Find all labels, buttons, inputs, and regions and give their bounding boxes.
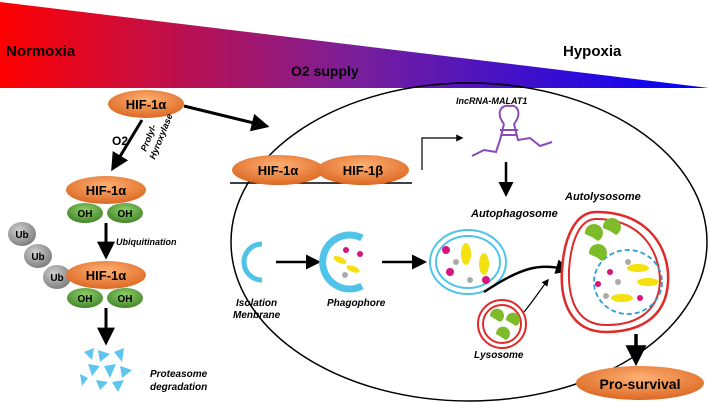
hif1a-bottom-label: HIF-1α <box>86 268 127 283</box>
hif1a-cell-label: HIF-1α <box>258 163 299 178</box>
ubiquitination-label: Ubiquitination <box>116 237 177 247</box>
autophagosome-shape <box>429 229 507 295</box>
lncrna-hairpin <box>471 104 553 157</box>
lysosome-label: Lysosome <box>474 350 524 361</box>
lysosome-shape <box>477 299 527 349</box>
hif1b-cell-label: HIF-1β <box>343 163 384 178</box>
ubiquitin-1 <box>8 222 36 246</box>
o2-gradient-wedge <box>0 2 709 88</box>
hif1a-top-node <box>108 90 184 118</box>
autophagosome-label: Autophagosome <box>470 208 558 220</box>
isolation-label-1: Isolation <box>236 298 277 309</box>
hydroxylation-arrow <box>111 119 144 172</box>
proteasome-label-2: degradation <box>150 382 207 393</box>
ub-label-1: Ub <box>15 230 28 241</box>
hypoxia-label: Hypoxia <box>563 43 622 60</box>
hif1a-mid-node <box>66 176 146 204</box>
hif1a-mid-label: HIF-1α <box>86 183 127 198</box>
o2-supply-label: O2 supply <box>291 63 359 79</box>
phagophore-label: Phagophore <box>327 298 386 309</box>
autolysosome-label: Autolysosome <box>564 191 641 203</box>
transcription-arrow <box>421 134 464 170</box>
hif1a-cell-node <box>232 155 324 185</box>
lncrna-label: lncRNA-MALAT1 <box>456 96 527 106</box>
hif1b-cell-node <box>317 155 409 185</box>
hypoxia-arrow <box>183 104 270 132</box>
ub-label-3: Ub <box>50 273 63 284</box>
isolation-label-2: Menbrane <box>233 310 281 321</box>
cell-boundary <box>230 82 708 402</box>
lysosome-fusion-arrow <box>523 278 549 313</box>
pro-survival-node <box>576 366 704 400</box>
oh-label-4: OH <box>118 294 133 305</box>
normoxia-label: Normoxia <box>6 43 76 60</box>
ubiquitin-3 <box>43 265 71 289</box>
proteasome-fragments <box>80 348 132 392</box>
oh-label-1: OH <box>78 209 93 220</box>
oh-group-3 <box>67 288 103 308</box>
ubiquitin-2 <box>24 244 52 268</box>
autolysosome-shape <box>560 210 670 334</box>
isolation-membrane <box>241 241 263 283</box>
oh-group-1 <box>67 203 103 223</box>
autophagosome-fusion-arrow <box>483 259 571 294</box>
proteasome-label-1: Proteasome <box>150 369 208 380</box>
hif1a-bottom-node <box>66 261 146 289</box>
oh-label-2: OH <box>118 209 133 220</box>
oh-label-3: OH <box>78 294 93 305</box>
o2-label: O2 <box>112 134 128 148</box>
pro-survival-label: Pro-survival <box>600 376 681 392</box>
oh-group-2 <box>107 203 143 223</box>
hif1a-top-label: HIF-1α <box>126 97 167 112</box>
phagophore-shape <box>319 231 364 293</box>
oh-group-4 <box>107 288 143 308</box>
ub-label-2: Ub <box>31 252 44 263</box>
